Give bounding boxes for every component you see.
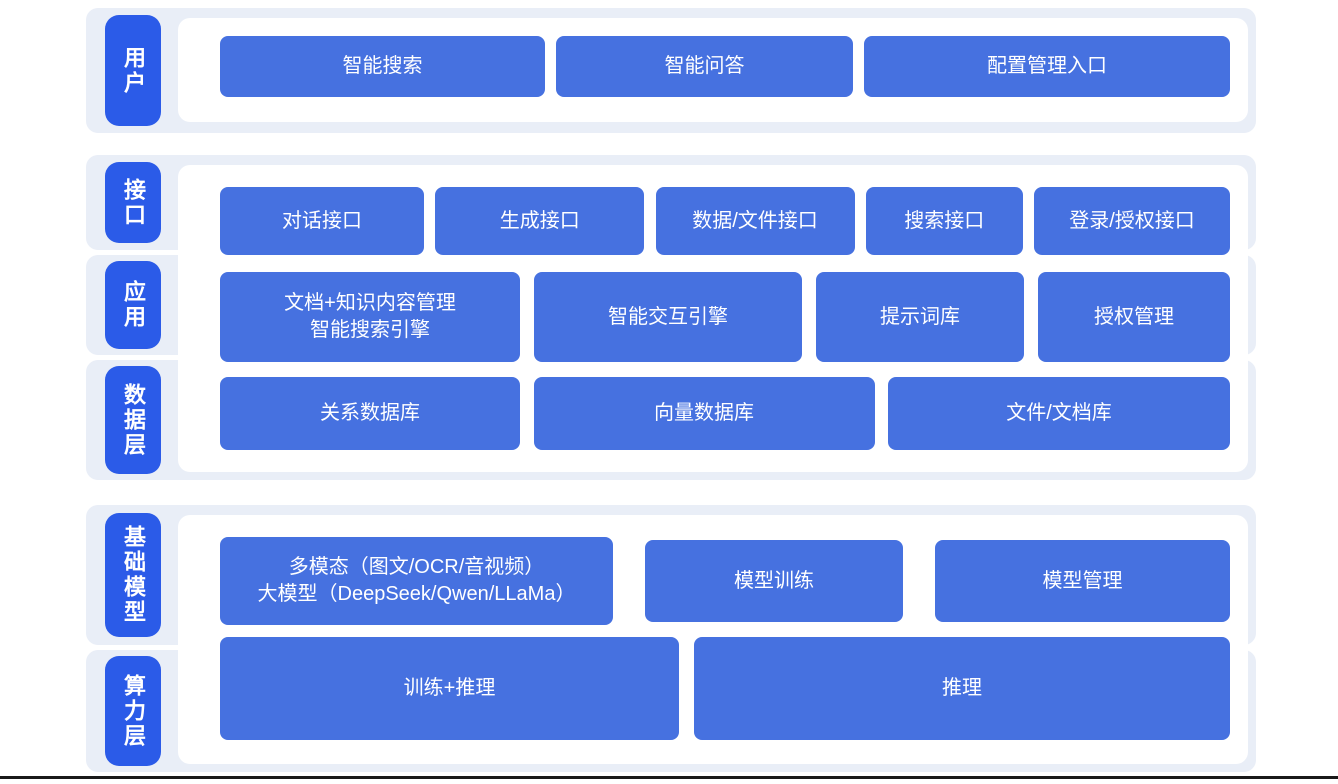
row-compute: 训练+推理 推理	[220, 637, 1230, 740]
block-model-management: 模型管理	[935, 540, 1230, 622]
block-text: 智能交互引擎	[608, 305, 728, 328]
block-auth-management: 授权管理	[1038, 272, 1230, 362]
block-login-auth-api: 登录/授权接口	[1034, 187, 1230, 255]
block-model-training: 模型训练	[645, 540, 903, 622]
block-text-line1: 文档+知识内容管理	[284, 292, 456, 314]
block-text: 训练+推理	[403, 677, 496, 699]
layer-label-foundation: 基础模型	[105, 513, 161, 637]
block-text: 生成接口	[499, 209, 580, 232]
block-text: 智能搜索	[342, 55, 423, 77]
block-text-line1: 多模态（图文/OCR/音视频）	[288, 556, 545, 578]
section-middle: 接口 应用 数据层 对话接口 生成接口 数据/文件接口 搜索接口 登录/授权接口…	[86, 155, 1256, 480]
block-text: 授权管理	[1094, 305, 1174, 328]
block-text: 关系数据库	[320, 402, 420, 424]
block-text: 智能问答	[664, 55, 745, 77]
block-text: 向量数据库	[654, 402, 754, 424]
block-text: 登录/授权接口	[1069, 209, 1195, 232]
block-text: 对话接口	[282, 209, 362, 232]
block-text: 搜索接口	[904, 209, 985, 232]
layer-label-application: 应用	[105, 261, 161, 349]
section-user: 用户 智能搜索 智能问答 配置管理入口	[86, 8, 1256, 133]
block-text: 数据/文件接口	[692, 209, 818, 232]
block-file-doc-store: 文件/文档库	[888, 377, 1230, 450]
block-relational-db: 关系数据库	[220, 377, 520, 450]
block-text: 推理	[942, 677, 982, 699]
block-smart-search: 智能搜索	[220, 36, 545, 97]
block-text-line2: 智能搜索引擎	[310, 319, 430, 341]
block-config-management-entry: 配置管理入口	[864, 36, 1230, 97]
block-doc-knowledge-search-engine: 文档+知识内容管理 智能搜索引擎	[220, 272, 520, 362]
section-bottom: 基础模型 算力层 多模态（图文/OCR/音视频） 大模型（DeepSeek/Qw…	[86, 505, 1256, 772]
layer-label-interface: 接口	[105, 162, 161, 243]
block-data-file-api: 数据/文件接口	[655, 187, 855, 255]
block-training-inference: 训练+推理	[220, 637, 679, 740]
row-user: 智能搜索 智能问答 配置管理入口	[220, 36, 1230, 97]
block-text: 配置管理入口	[987, 55, 1107, 77]
block-multimodal-llm: 多模态（图文/OCR/音视频） 大模型（DeepSeek/Qwen/LLaMa）	[220, 537, 613, 625]
row-application: 文档+知识内容管理 智能搜索引擎 智能交互引擎 提示词库 授权管理	[220, 272, 1230, 362]
block-text: 模型管理	[1042, 569, 1123, 592]
block-smart-qa: 智能问答	[556, 36, 853, 97]
block-text: 提示词库	[880, 305, 960, 328]
block-search-api: 搜索接口	[865, 187, 1023, 255]
layer-label-user: 用户	[105, 15, 161, 126]
block-dialog-api: 对话接口	[220, 187, 424, 255]
row-interface: 对话接口 生成接口 数据/文件接口 搜索接口 登录/授权接口	[220, 187, 1230, 255]
page-bottom-border	[0, 776, 1338, 779]
block-prompt-library: 提示词库	[816, 272, 1024, 362]
block-text: 模型训练	[734, 569, 814, 592]
block-generation-api: 生成接口	[435, 187, 645, 255]
block-inference: 推理	[694, 637, 1230, 740]
block-vector-db: 向量数据库	[533, 377, 875, 450]
row-data: 关系数据库 向量数据库 文件/文档库	[220, 377, 1230, 450]
row-foundation: 多模态（图文/OCR/音视频） 大模型（DeepSeek/Qwen/LLaMa）…	[220, 537, 1230, 625]
layer-label-data: 数据层	[105, 366, 161, 474]
block-text: 文件/文档库	[1006, 402, 1112, 424]
layer-label-compute: 算力层	[105, 656, 161, 766]
block-interaction-engine: 智能交互引擎	[534, 272, 802, 362]
block-text-line2: 大模型（DeepSeek/Qwen/LLaMa）	[257, 583, 576, 605]
